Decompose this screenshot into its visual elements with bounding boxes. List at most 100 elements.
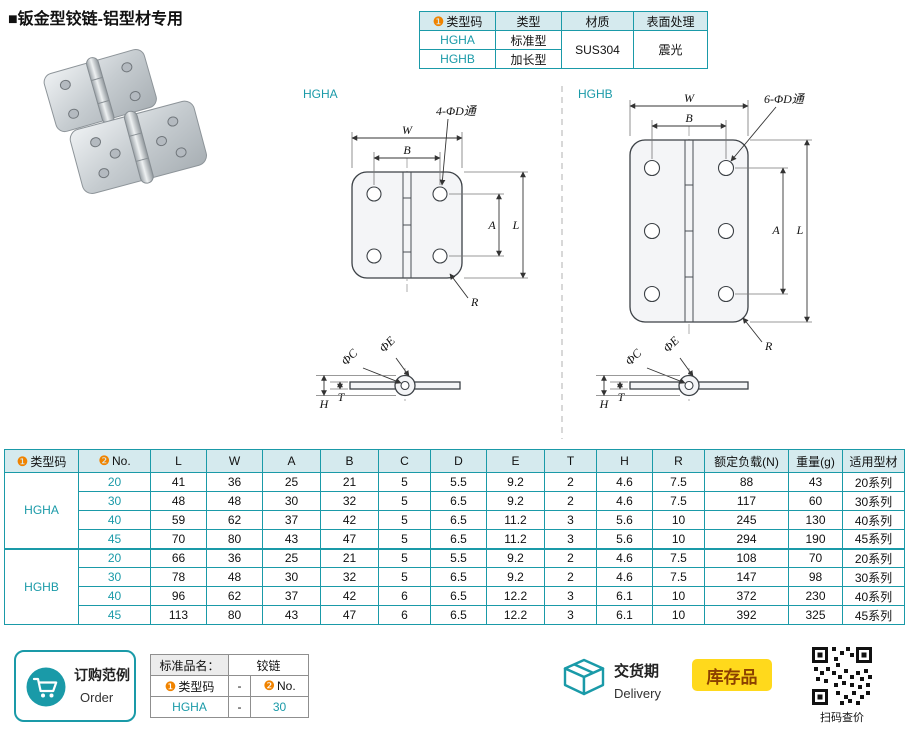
order-example-label-en: Order xyxy=(80,690,114,705)
spec-header-14: 适用型材 xyxy=(842,449,905,473)
spec-cell: 43 xyxy=(788,472,843,492)
spec-cell: 4.6 xyxy=(596,567,653,587)
dim-b-label: B xyxy=(403,143,411,157)
spec-header-13: 重量(g) xyxy=(788,449,843,473)
num-2-badge: ❷ xyxy=(263,678,275,693)
spec-cell: 7.5 xyxy=(652,491,705,511)
spec-cell: 5 xyxy=(378,529,431,549)
spec-cell: 2 xyxy=(544,491,597,511)
dim-r-label: R xyxy=(470,295,479,309)
order-example-label: 订购范例 xyxy=(74,667,130,683)
spec-cell: 48 xyxy=(150,491,207,511)
spec-cell: 40系列 xyxy=(842,510,905,530)
spec-no-cell: 30 xyxy=(78,567,151,587)
hghb-drawing-label: HGHB xyxy=(578,87,613,101)
spec-cell: 10 xyxy=(652,529,705,549)
spec-cell: 12.2 xyxy=(486,605,545,625)
num-1-badge: ❶ xyxy=(16,453,29,469)
spec-cell: 294 xyxy=(704,529,789,549)
spec-cell: 7.5 xyxy=(652,547,705,568)
material-value: SUS304 xyxy=(561,30,634,69)
spec-cell: 10 xyxy=(652,605,705,625)
spec-cell: 5 xyxy=(378,547,431,568)
spec-cell: 70 xyxy=(150,529,207,549)
spec-cell: 32 xyxy=(320,567,379,587)
spec-cell: 80 xyxy=(206,529,263,549)
spec-cell: 36 xyxy=(206,547,263,568)
dim-a-label: A xyxy=(771,223,780,237)
sample-col-no-label: No. xyxy=(276,679,296,693)
spec-cell: 43 xyxy=(262,605,321,625)
type-col-code-label: 类型码 xyxy=(446,14,483,29)
spec-cell: 6.5 xyxy=(430,605,487,625)
product-photo xyxy=(43,48,207,195)
spec-no-cell: 30 xyxy=(78,491,151,511)
spec-cell: 32 xyxy=(320,491,379,511)
spec-cell: 45系列 xyxy=(842,529,905,549)
type-col-type: 类型 xyxy=(495,11,562,31)
dim-e-label: ΦE xyxy=(376,333,398,355)
type-row-hghb: HGHB 加长型 xyxy=(419,49,708,69)
spec-no-cell: 20 xyxy=(78,472,151,492)
spec-cell: 47 xyxy=(320,529,379,549)
spec-cell: 37 xyxy=(262,586,321,606)
spec-cell: 147 xyxy=(704,567,789,587)
spec-cell: 30系列 xyxy=(842,567,905,587)
spec-header-2: L xyxy=(150,449,207,473)
spec-cell: 37 xyxy=(262,510,321,530)
spec-cell: 325 xyxy=(788,605,843,625)
spec-cell: 70 xyxy=(788,547,843,568)
spec-cell: 21 xyxy=(320,547,379,568)
spec-cell: 7.5 xyxy=(652,472,705,492)
technical-drawings: W B 4-ΦD通 A L R ΦC ΦE xyxy=(316,86,812,439)
cart-icon xyxy=(26,667,66,707)
spec-cell: 48 xyxy=(206,567,263,587)
spec-cell: 62 xyxy=(206,510,263,530)
spec-cell: 42 xyxy=(320,510,379,530)
spec-cell: 5.6 xyxy=(596,510,653,530)
delivery-label: 交货期 xyxy=(614,663,660,680)
spec-code-cell: HGHA xyxy=(4,472,79,549)
type-code-hghb: HGHB xyxy=(419,49,496,69)
spec-cell: 4.6 xyxy=(596,547,653,568)
order-example-box: 订购范例 Order xyxy=(14,650,136,722)
spec-cell: 7.5 xyxy=(652,567,705,587)
spec-cell: 9.2 xyxy=(486,547,545,568)
num-2-badge: ❷ xyxy=(98,453,110,468)
spec-cell: 4.6 xyxy=(596,491,653,511)
spec-cell: 6.1 xyxy=(596,605,653,625)
spec-cell: 42 xyxy=(320,586,379,606)
spec-cell: 21 xyxy=(320,472,379,492)
spec-cell: 36 xyxy=(206,472,263,492)
delivery-label-en: Delivery xyxy=(614,686,661,701)
photo-hinge-small xyxy=(43,48,157,133)
spec-cell: 40系列 xyxy=(842,586,905,606)
spec-cell: 6.5 xyxy=(430,567,487,587)
spec-cell: 3 xyxy=(544,529,597,549)
spec-header-10: H xyxy=(596,449,653,473)
spec-cell: 372 xyxy=(704,586,789,606)
dim-h-label: H xyxy=(599,397,610,411)
spec-cell: 3 xyxy=(544,605,597,625)
spec-cell: 10 xyxy=(652,510,705,530)
spec-cell: 5 xyxy=(378,510,431,530)
spec-header-5: B xyxy=(320,449,379,473)
spec-cell: 30 xyxy=(262,491,321,511)
sample-code-value: HGHA xyxy=(150,696,229,718)
spec-cell: 88 xyxy=(704,472,789,492)
spec-header-12: 额定负载(N) xyxy=(704,449,789,473)
hghb-section-view: ΦC ΦE T H xyxy=(596,333,749,411)
spec-cell: 113 xyxy=(150,605,207,625)
spec-cell: 108 xyxy=(704,547,789,568)
dim-t-label: T xyxy=(618,390,626,404)
type-col-material: 材质 xyxy=(561,11,634,31)
